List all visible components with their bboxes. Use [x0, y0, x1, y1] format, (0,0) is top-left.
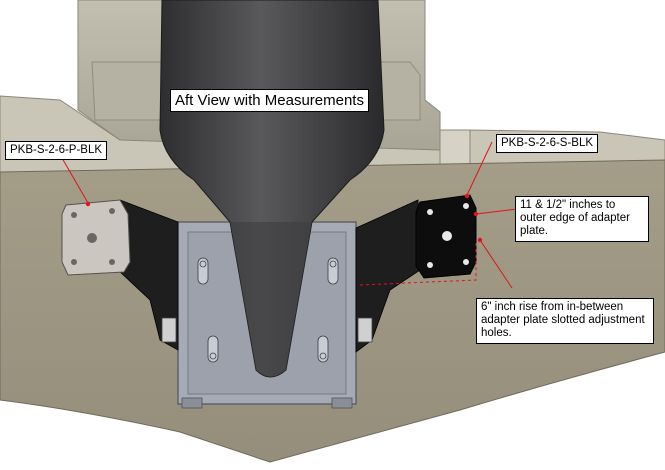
- starboard-part-label: PKB-S-2-6-S-BLK: [496, 134, 599, 154]
- port-clamp: [161, 317, 177, 343]
- starboard-adapter-plate: [415, 194, 477, 279]
- starboard-arm: [355, 199, 421, 353]
- callout-dots: [85, 193, 483, 243]
- bracket-foot-right: [331, 397, 353, 409]
- port-part-label: PKB-S-2-6-P-BLK: [5, 141, 108, 161]
- starboard-clamp: [357, 317, 373, 343]
- diagram-title: Aft View with Measurements: [170, 89, 369, 113]
- callout-lines: [61, 141, 518, 289]
- width-measurement-note: 11 & 1/2" inches to outer edge of adapte…: [515, 196, 649, 242]
- motor-shaft-lower: [230, 222, 312, 377]
- slotted-adjustment-holes: [197, 257, 339, 363]
- rise-measurement-note: 6" inch rise from in-between adapter pla…: [476, 298, 654, 344]
- bracket-foot-left: [181, 397, 203, 409]
- port-adapter-plate: [61, 199, 131, 276]
